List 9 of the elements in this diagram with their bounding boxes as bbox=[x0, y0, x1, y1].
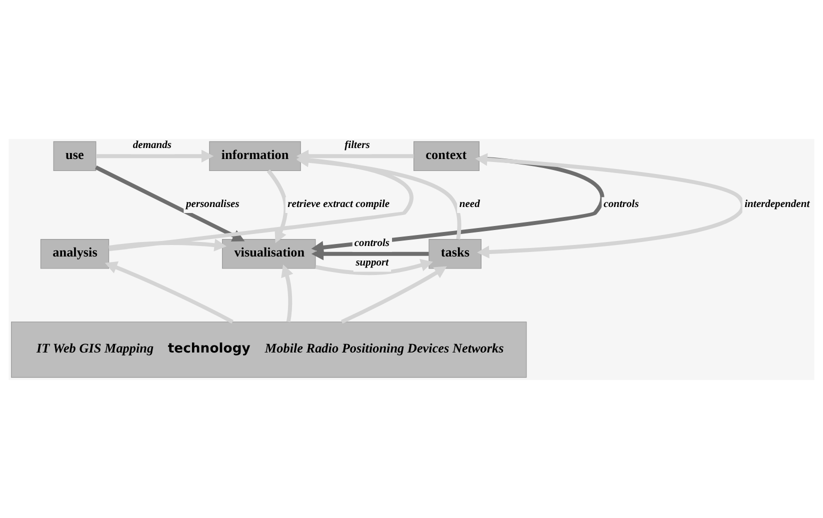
edge-label: support bbox=[356, 257, 389, 268]
edge-label: demands bbox=[132, 140, 172, 151]
edge-label: personalises bbox=[186, 198, 240, 210]
edge-label: retrieve extract compile bbox=[288, 198, 390, 210]
edge-label: controls bbox=[354, 237, 390, 248]
edge-label: filters bbox=[344, 140, 370, 151]
edge-label: need bbox=[459, 198, 480, 210]
edge-label: interdependent bbox=[744, 198, 810, 210]
edge-label: controls bbox=[604, 198, 639, 210]
